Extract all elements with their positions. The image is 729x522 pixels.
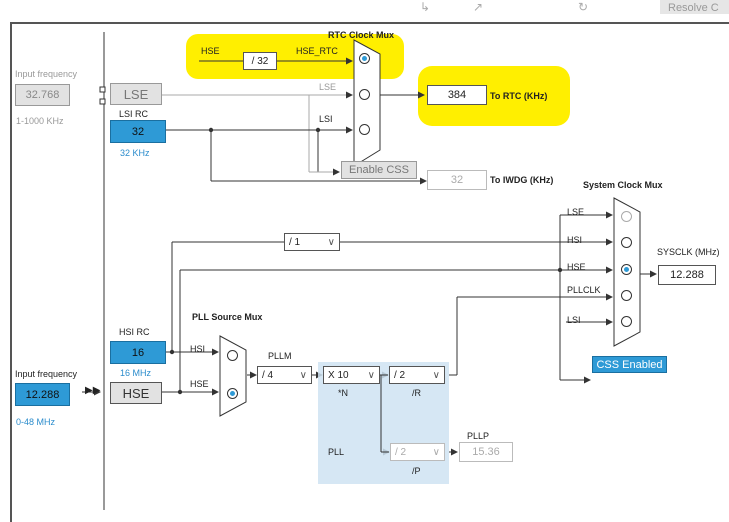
sysclk-radio-hsi[interactable]	[621, 237, 632, 248]
lsi-rc-block: 32	[110, 120, 166, 143]
pllr-select[interactable]: / 2 ∨	[389, 366, 445, 384]
plln-select[interactable]: X 10 ∨	[323, 366, 380, 384]
rtc-hse-divider[interactable]: / 32	[243, 52, 277, 70]
pll-source-mux-title: PLL Source Mux	[192, 312, 263, 322]
hse-input-frequency-field[interactable]: 12.288	[15, 383, 70, 406]
enable-css-button[interactable]: Enable CSS	[341, 161, 417, 179]
css-enabled-button[interactable]: CSS Enabled	[592, 356, 667, 373]
chevron-down-icon: ∨	[367, 369, 375, 381]
sysclk-input-lse: LSE	[567, 207, 585, 217]
rtc-radio-lse[interactable]	[359, 89, 370, 100]
hse-pin-arrow-icon: ▶▶	[85, 385, 101, 396]
rtc-lsi-label: LSI	[319, 114, 333, 124]
sysclk-mux-title: System Clock Mux	[583, 180, 663, 190]
sysclk-input-hse: HSE	[567, 262, 586, 272]
sysclk-input-pllclk: PLLCLK	[567, 285, 601, 295]
sysclk-value[interactable]: 12.288	[658, 265, 716, 285]
share-icon[interactable]: ↗	[473, 0, 484, 14]
pll-label: PLL	[328, 447, 345, 457]
pll-source-radio-hsi[interactable]	[227, 350, 238, 361]
sysclk-radio-hse[interactable]	[621, 264, 632, 275]
hsi-rc-block: 16	[110, 341, 166, 364]
pll-source-hsi-label: HSI	[190, 344, 206, 354]
rtc-hse-rtc-label: HSE_RTC	[296, 46, 338, 56]
export-icon[interactable]: ↳	[420, 0, 431, 14]
plln-label: *N	[338, 388, 349, 398]
pllm-label: PLLM	[268, 351, 292, 361]
lsi-rc-unit: 32 KHz	[120, 148, 150, 158]
hsi-rc-unit: 16 MHz	[120, 368, 152, 378]
clock-config-canvas	[10, 22, 729, 522]
sysclk-radio-pllclk[interactable]	[621, 290, 632, 301]
pllr-value: / 2	[394, 369, 406, 381]
pllp-output-value: 15.36	[459, 442, 513, 462]
pllp-output-label: PLLP	[467, 431, 490, 441]
lse-source-block[interactable]: LSE	[110, 83, 162, 105]
pll-source-radio-hse[interactable]	[227, 388, 238, 399]
clock-wires	[82, 32, 657, 510]
lse-input-frequency-label: Input frequency	[15, 69, 78, 79]
lse-input-frequency-field[interactable]: 32.768	[15, 84, 70, 106]
hsi-sys-divider-value: / 1	[289, 236, 301, 248]
sysclk-radio-lsi[interactable]	[621, 316, 632, 327]
pllp-divider-value: / 2	[395, 446, 407, 458]
sysclk-radio-lse[interactable]	[621, 211, 632, 222]
sysclk-input-lsi: LSI	[567, 315, 581, 325]
iwdg-output-label: To IWDG (KHz)	[490, 175, 554, 185]
pllr-label: /R	[412, 388, 421, 398]
rtc-hse-label: HSE	[201, 46, 220, 56]
pll-wires	[380, 374, 389, 453]
chevron-down-icon: ∨	[299, 369, 307, 381]
rtc-radio-lsi[interactable]	[359, 124, 370, 135]
hse-input-frequency-label: Input frequency	[15, 369, 78, 379]
plln-value: X 10	[328, 369, 349, 381]
pllp-div-label: /P	[412, 466, 421, 476]
rtc-output-value: 384	[427, 85, 487, 105]
refresh-icon[interactable]: ↻	[578, 0, 589, 14]
iwdg-output-value: 32	[427, 170, 487, 190]
hse-range-label: 0-48 MHz	[16, 417, 56, 427]
sysclk-label: SYSCLK (MHz)	[657, 247, 720, 257]
chevron-down-icon: ∨	[327, 236, 335, 248]
lsi-rc-label: LSI RC	[119, 109, 149, 119]
pll-source-hse-label: HSE	[190, 379, 209, 389]
rtc-radio-hse[interactable]	[359, 53, 370, 64]
chevron-down-icon: ∨	[432, 369, 440, 381]
rtc-output-label: To RTC (KHz)	[490, 91, 548, 101]
lse-range-label: 1-1000 KHz	[16, 116, 64, 126]
sysclk-input-hsi: HSI	[567, 235, 583, 245]
resolve-button[interactable]: Resolve C	[660, 0, 729, 14]
hse-source-block[interactable]: HSE	[110, 382, 162, 404]
chevron-down-icon: ∨	[432, 446, 440, 458]
hsi-rc-label: HSI RC	[119, 327, 150, 337]
pllm-select[interactable]: / 4 ∨	[257, 366, 312, 384]
rtc-mux-title: RTC Clock Mux	[328, 30, 395, 40]
hsi-sys-divider-select[interactable]: / 1 ∨	[284, 233, 340, 251]
pllp-select[interactable]: / 2 ∨	[390, 443, 445, 461]
pllm-value: / 4	[262, 369, 274, 381]
rtc-lse-label: LSE	[319, 82, 337, 92]
